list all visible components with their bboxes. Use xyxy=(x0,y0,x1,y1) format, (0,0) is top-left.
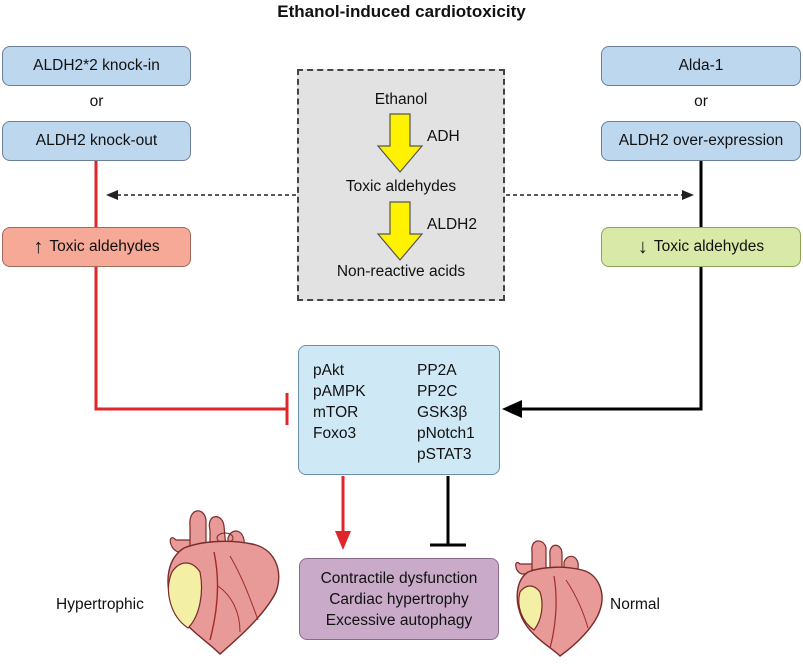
pathway-item: mTOR xyxy=(313,404,359,421)
pathway-item: pSTAT3 xyxy=(417,446,472,463)
pathway-item: Foxo3 xyxy=(313,425,357,442)
red-arrowhead-icon xyxy=(335,531,351,550)
aldh2-overexpression-label: ALDH2 over-expression xyxy=(618,132,784,149)
pathway-item: pAkt xyxy=(313,362,345,379)
yellow-arrow-aldh2-icon xyxy=(376,201,424,261)
aldh2-knock-out-label: ALDH2 knock-out xyxy=(35,132,158,149)
down-arrow-icon: ↓ xyxy=(637,235,648,258)
outcome-item: Cardiac hypertrophy xyxy=(329,591,469,608)
dashed-arrowhead-right-icon xyxy=(682,190,694,200)
pathway-item: pNotch1 xyxy=(417,425,475,442)
toxic-aldehydes-label: Toxic aldehydes xyxy=(345,178,457,195)
up-arrow-icon: ↑ xyxy=(33,235,44,258)
pathway-item: PP2C xyxy=(417,383,458,400)
yellow-arrow-adh-icon xyxy=(376,113,424,173)
non-reactive-acids-label: Non-reactive acids xyxy=(336,263,466,280)
adh-label: ADH xyxy=(427,128,460,145)
black-activation-line xyxy=(520,267,703,411)
left-or-label: or xyxy=(89,93,104,110)
pathway-item: GSK3β xyxy=(417,404,468,421)
aldh2-knock-in-box: ALDH2*2 knock-in xyxy=(2,46,191,86)
aldh2-overexpression-box: ALDH2 over-expression xyxy=(601,121,801,161)
decreased-aldehydes-box: ↓ Toxic aldehydes xyxy=(601,227,801,267)
decreased-aldehydes-label: Toxic aldehydes xyxy=(653,238,765,255)
normal-heart-icon xyxy=(515,540,603,657)
hypertrophic-label: Hypertrophic xyxy=(56,596,144,613)
right-or-label: or xyxy=(694,93,708,110)
alda1-label: Alda-1 xyxy=(678,57,724,74)
hypertrophic-heart-icon xyxy=(167,510,280,655)
aldh2-knock-in-label: ALDH2*2 knock-in xyxy=(33,57,160,74)
pathway-column-2: PP2A PP2C GSK3β pNotch1 pSTAT3 xyxy=(417,360,475,465)
outcome-item: Contractile dysfunction xyxy=(320,570,478,587)
pathway-column-1: pAkt pAMPK mTOR Foxo3 xyxy=(313,360,366,444)
increased-aldehydes-box: ↑ Toxic aldehydes xyxy=(2,227,191,267)
red-inhibition-line xyxy=(94,267,286,411)
diagram-title: Ethanol-induced cardiotoxicity xyxy=(277,2,526,21)
pathway-item: pAMPK xyxy=(313,383,366,400)
outcome-box: Contractile dysfunction Cardiac hypertro… xyxy=(299,558,499,640)
aldh2-enzyme-label: ALDH2 xyxy=(427,216,477,233)
signaling-pathway-box: pAkt pAMPK mTOR Foxo3 PP2A PP2C GSK3β pN… xyxy=(298,345,500,475)
outcome-item: Excessive autophagy xyxy=(325,612,473,629)
increased-aldehydes-label: Toxic aldehydes xyxy=(49,238,160,255)
alda1-box: Alda-1 xyxy=(601,46,801,86)
black-arrowhead-icon xyxy=(502,400,522,418)
pathway-item: PP2A xyxy=(417,362,457,379)
dashed-arrowhead-left-icon xyxy=(106,190,118,200)
aldh2-knock-out-box: ALDH2 knock-out xyxy=(2,121,191,161)
metabolism-panel: Ethanol ADH Toxic aldehydes ALDH2 Non-re… xyxy=(297,69,505,301)
normal-label: Normal xyxy=(610,596,660,613)
ethanol-label: Ethanol xyxy=(374,91,428,108)
